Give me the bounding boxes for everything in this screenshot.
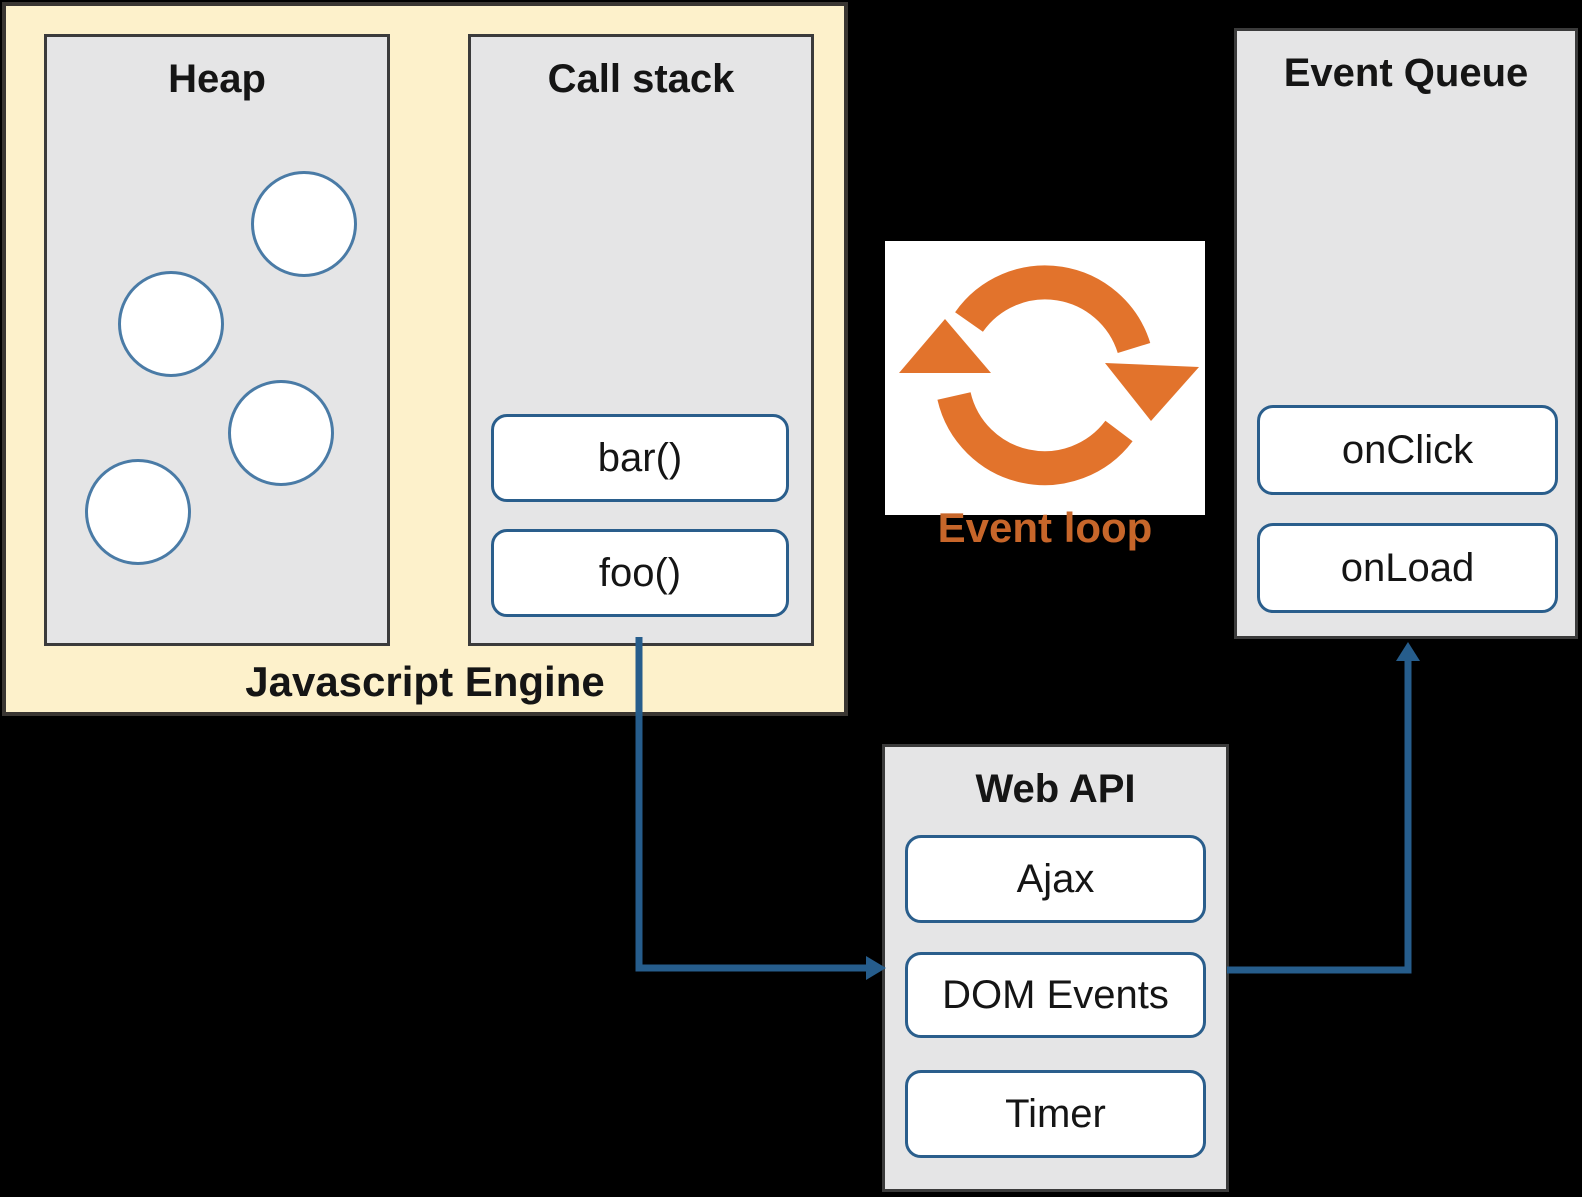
web-api-title: Web API: [975, 767, 1136, 811]
event-queue-title: Event Queue: [1283, 51, 1529, 95]
web-api-item-timer: Timer: [905, 1070, 1206, 1158]
event-queue-panel: Event Queue onClick onLoad: [1234, 28, 1578, 639]
heap-object-circle: [228, 380, 334, 486]
event-loop-icon-box: [885, 241, 1205, 515]
call-stack-title: Call stack: [547, 57, 735, 101]
heap-title: Heap: [168, 57, 266, 101]
stack-frame-foo: foo(): [491, 529, 789, 617]
stack-frame-bar: bar(): [491, 414, 789, 502]
heap-object-circle: [85, 459, 191, 565]
queue-item-onclick: onClick: [1257, 405, 1558, 495]
heap-panel: Heap: [44, 34, 390, 646]
heap-object-circle: [251, 171, 357, 277]
javascript-engine-label: Javascript Engine: [245, 658, 605, 705]
web-api-panel: Web API Ajax DOM Events Timer: [882, 744, 1229, 1192]
heap-object-circle: [118, 271, 224, 377]
call-stack-panel: Call stack bar() foo(): [468, 34, 814, 646]
webapi-to-eventqueue-arrow: [1227, 642, 1420, 974]
javascript-engine-container: Heap Call stack bar() foo() Javascript E…: [2, 2, 848, 716]
web-api-item-ajax: Ajax: [905, 835, 1206, 923]
web-api-item-dom-events: DOM Events: [905, 952, 1206, 1038]
sync-arrows-icon: [899, 265, 1199, 486]
event-loop-label: Event loop: [937, 504, 1153, 551]
queue-item-onload: onLoad: [1257, 523, 1558, 613]
